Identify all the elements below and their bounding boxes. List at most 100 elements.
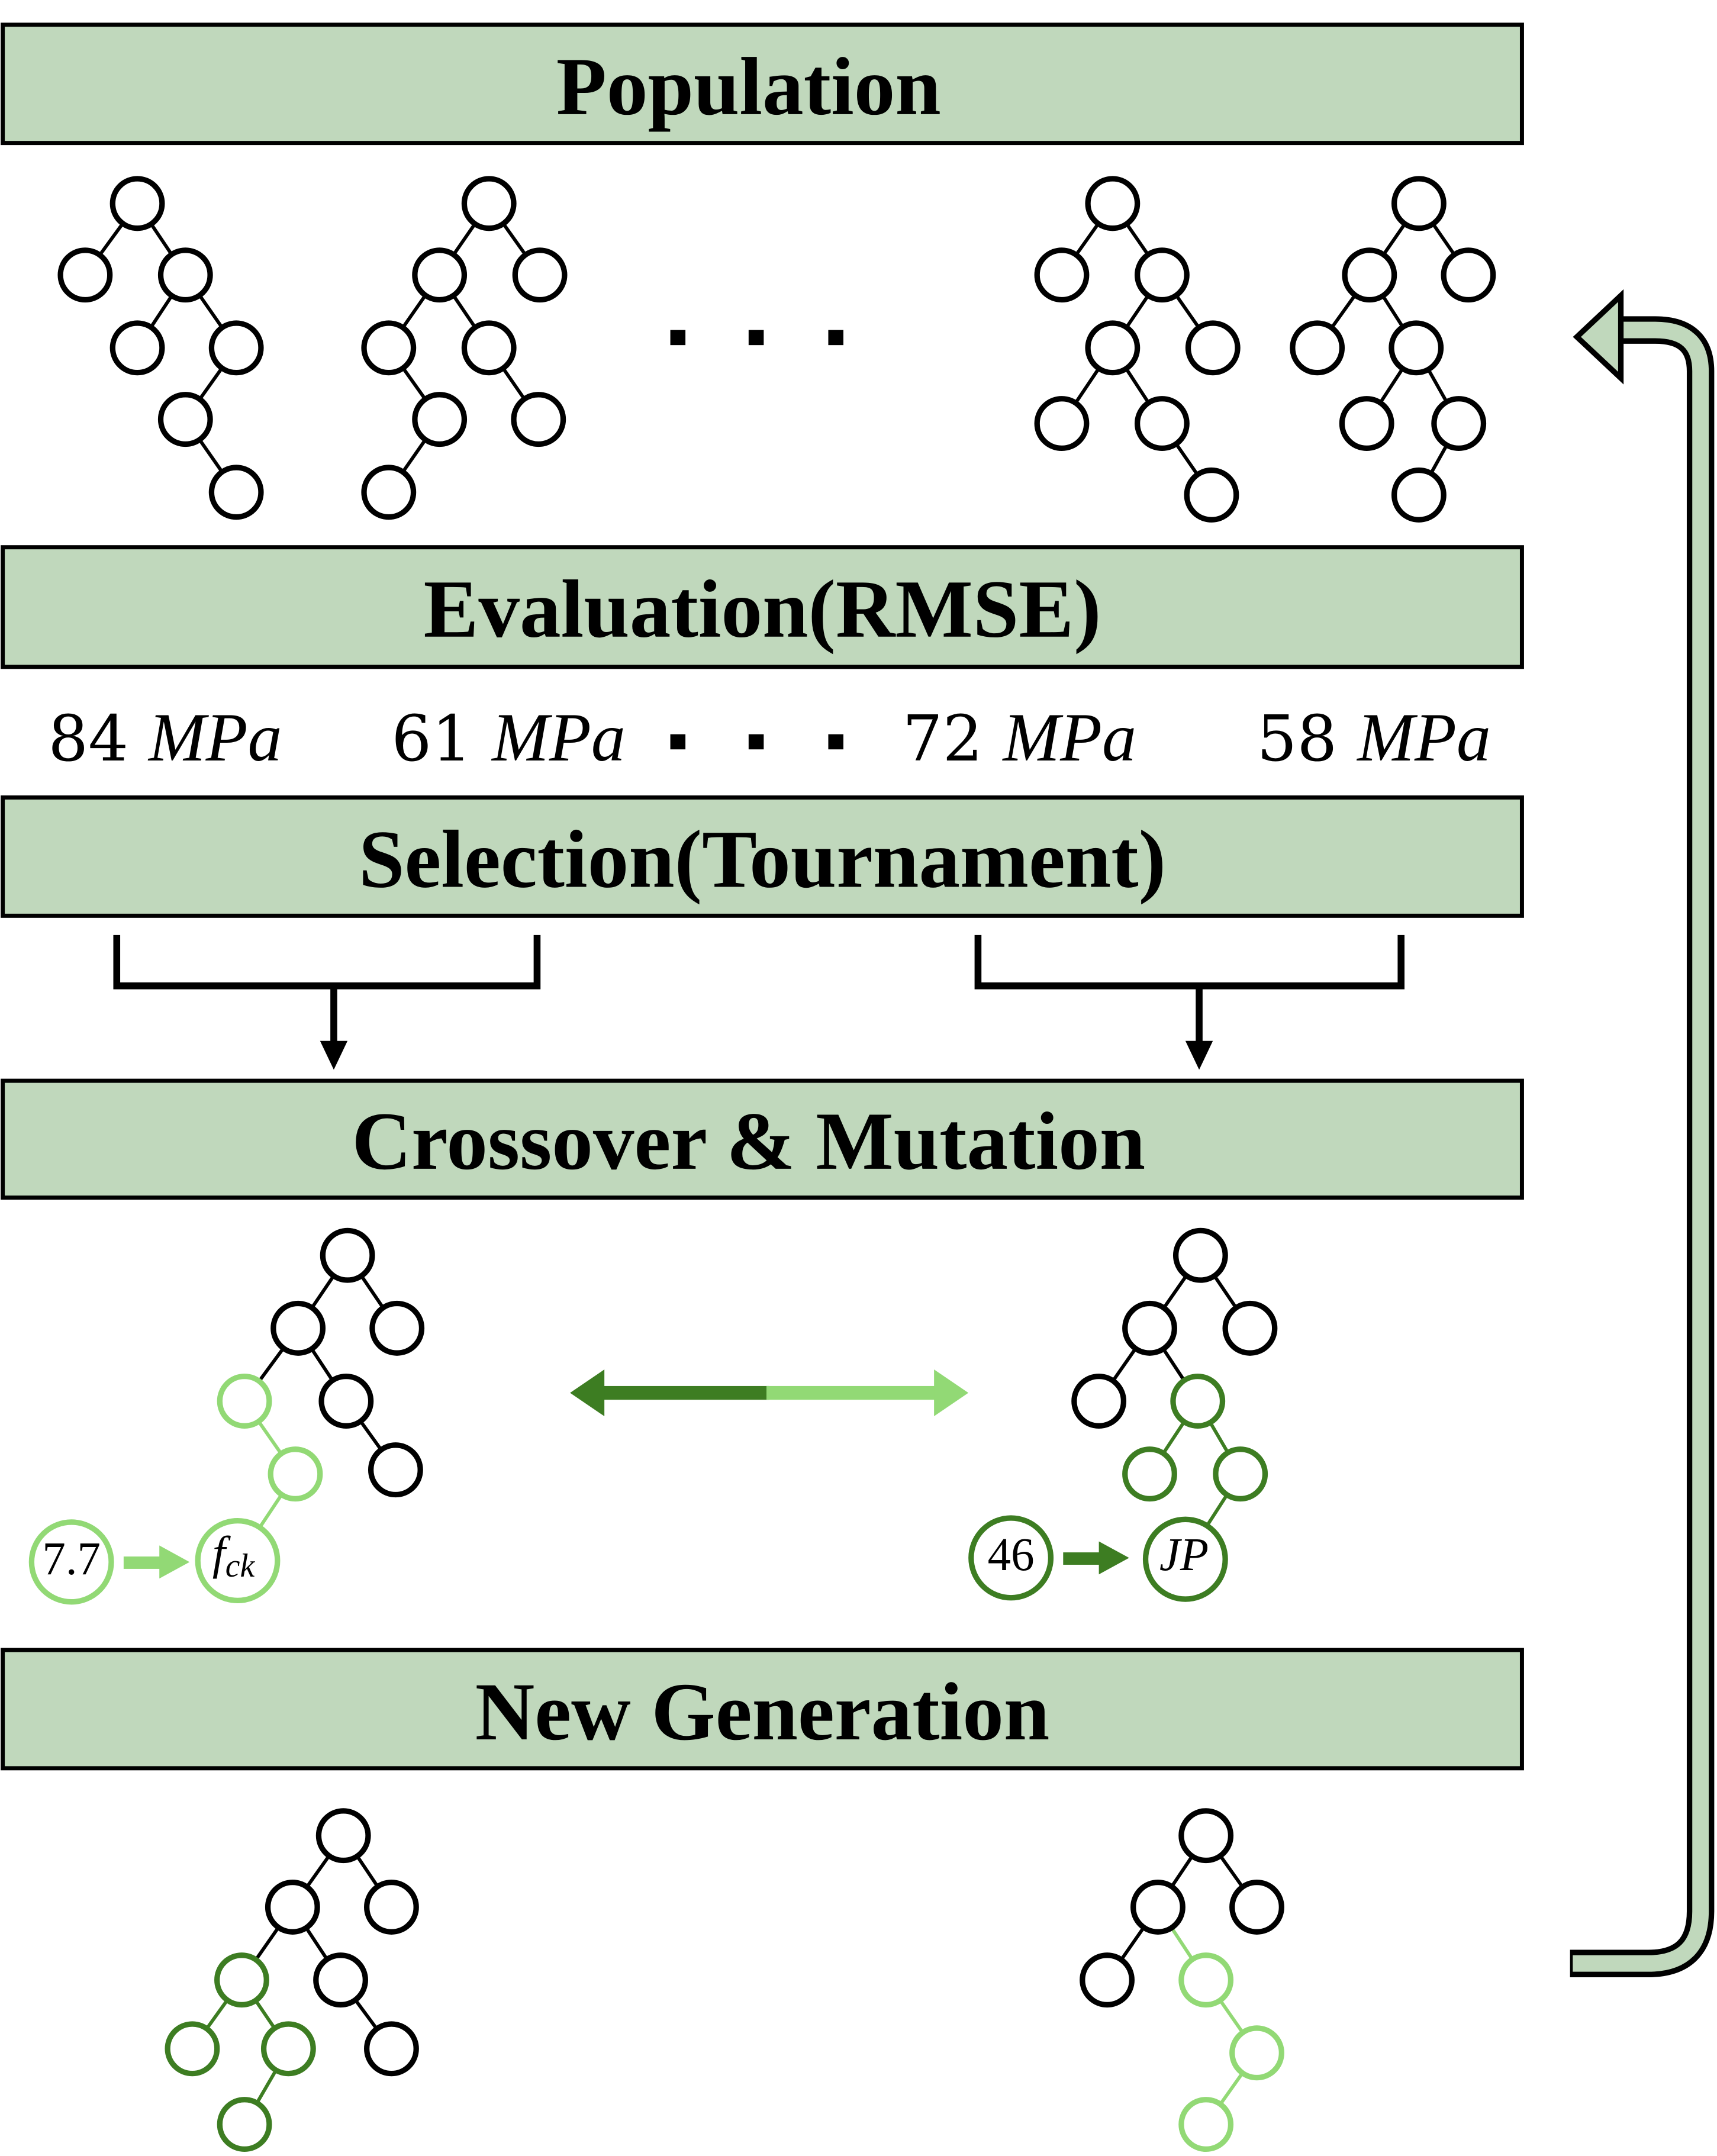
tree-node [1222, 1300, 1278, 1356]
tree-node [157, 392, 213, 447]
tree [1290, 176, 1496, 523]
tree-node [1391, 467, 1447, 523]
stage-title: New Generation [475, 1667, 1050, 1758]
tree [28, 1227, 425, 1605]
tree-node [361, 320, 417, 376]
population-ellipsis [670, 330, 843, 346]
tree-node [217, 2097, 272, 2152]
tree [1080, 1808, 1284, 2152]
tree-node [1130, 1880, 1186, 1935]
tree-node [1185, 320, 1241, 376]
tree-node [1134, 247, 1190, 303]
tree-node [1229, 2025, 1284, 2081]
tree [968, 1227, 1278, 1602]
tree-node [1085, 176, 1141, 231]
tree-node [364, 2021, 419, 2077]
tree-node [1134, 396, 1190, 452]
tree-node [208, 320, 264, 376]
tree-node [315, 1808, 371, 1864]
fitness-value: 84 MPa [48, 700, 282, 776]
tree-node [369, 1300, 425, 1356]
tree-node [1389, 320, 1444, 376]
tree-node [968, 1515, 1054, 1601]
tree [57, 176, 264, 520]
tree-node [195, 1517, 281, 1604]
fitness-ellipsis [670, 734, 843, 750]
stage-title: Crossover & Mutation [352, 1096, 1145, 1187]
tree-node [1213, 1446, 1268, 1502]
stage-new-generation: New Generation [1, 1648, 1524, 1771]
tree-node [1172, 1227, 1228, 1283]
tree [165, 1808, 419, 2152]
tree-node [1178, 1952, 1234, 2008]
tree-node [1178, 2097, 1234, 2152]
tree-node [1178, 1808, 1234, 1864]
tree-node [265, 1880, 320, 1935]
tree-node [461, 320, 517, 376]
selection-brackets [113, 934, 1405, 1045]
tree-node [270, 1300, 326, 1356]
node-label: 7.7 [42, 1533, 101, 1585]
tree-node [1142, 1516, 1228, 1602]
mutation-arrows [123, 1541, 1129, 1579]
fitness-values: 84 MPa 61 MPa 72 MPa 58 MPa [48, 700, 1491, 776]
tree-node [1034, 396, 1090, 452]
fitness-value: 61 MPa [391, 700, 625, 776]
tree-node [512, 247, 568, 303]
node-label: 46 [988, 1529, 1035, 1581]
stage-crossover: Crossover & Mutation [1, 1078, 1524, 1200]
tree-node [109, 176, 165, 231]
tree-node [368, 1442, 423, 1498]
tree-node [157, 247, 213, 303]
tree-node [1290, 320, 1345, 376]
tree-node [1229, 1880, 1284, 1935]
tree-node [1034, 247, 1090, 303]
tree-node [1080, 1952, 1135, 2008]
tree-node [214, 1952, 269, 2008]
trees [28, 176, 1496, 2152]
tree-node [1441, 247, 1496, 303]
fitness-value: 72 MPa [903, 700, 1136, 776]
tree-node [217, 1374, 272, 1429]
tree-node [1122, 1300, 1177, 1356]
tree-node [268, 1446, 323, 1502]
tree-node [361, 465, 417, 520]
arrow-down-icon [320, 1040, 1213, 1070]
tree-node [318, 1374, 374, 1429]
tree-node [1122, 1446, 1177, 1502]
tree-node [57, 247, 113, 303]
tree-node [1342, 247, 1397, 303]
tree-node [1339, 396, 1394, 452]
stage-population: Population [1, 22, 1524, 146]
tree-node [28, 1519, 114, 1605]
tree-node [313, 1952, 368, 2008]
tree-node [412, 392, 468, 447]
tree-node [412, 247, 468, 303]
node-label: fck [212, 1527, 256, 1584]
tree-node [1170, 1374, 1226, 1429]
tree-node [1085, 320, 1141, 376]
tree [361, 176, 568, 520]
tree-node [511, 392, 566, 447]
tree-node [1071, 1374, 1127, 1429]
stage-evaluation: Evaluation(RMSE) [1, 545, 1524, 669]
tree-node [260, 2021, 316, 2077]
fitness-value: 58 MPa [1257, 700, 1491, 776]
tree-node [320, 1227, 375, 1283]
tree-node [364, 1880, 419, 1935]
crossover-swap-arrow [570, 1369, 969, 1417]
tree-node [1391, 176, 1447, 231]
tree-node [208, 465, 264, 520]
tree-node [461, 176, 517, 231]
tree-node [109, 320, 165, 376]
tree-node [1184, 467, 1239, 523]
stage-title: Population [556, 41, 941, 133]
tree [1034, 176, 1241, 523]
loop-back-arrow [1570, 289, 1715, 1977]
tree-node [165, 2021, 220, 2077]
stage-title: Selection(Tournament) [359, 814, 1166, 905]
tree-node [1431, 396, 1487, 452]
stage-title: Evaluation(RMSE) [424, 564, 1101, 655]
stage-selection: Selection(Tournament) [1, 795, 1524, 918]
